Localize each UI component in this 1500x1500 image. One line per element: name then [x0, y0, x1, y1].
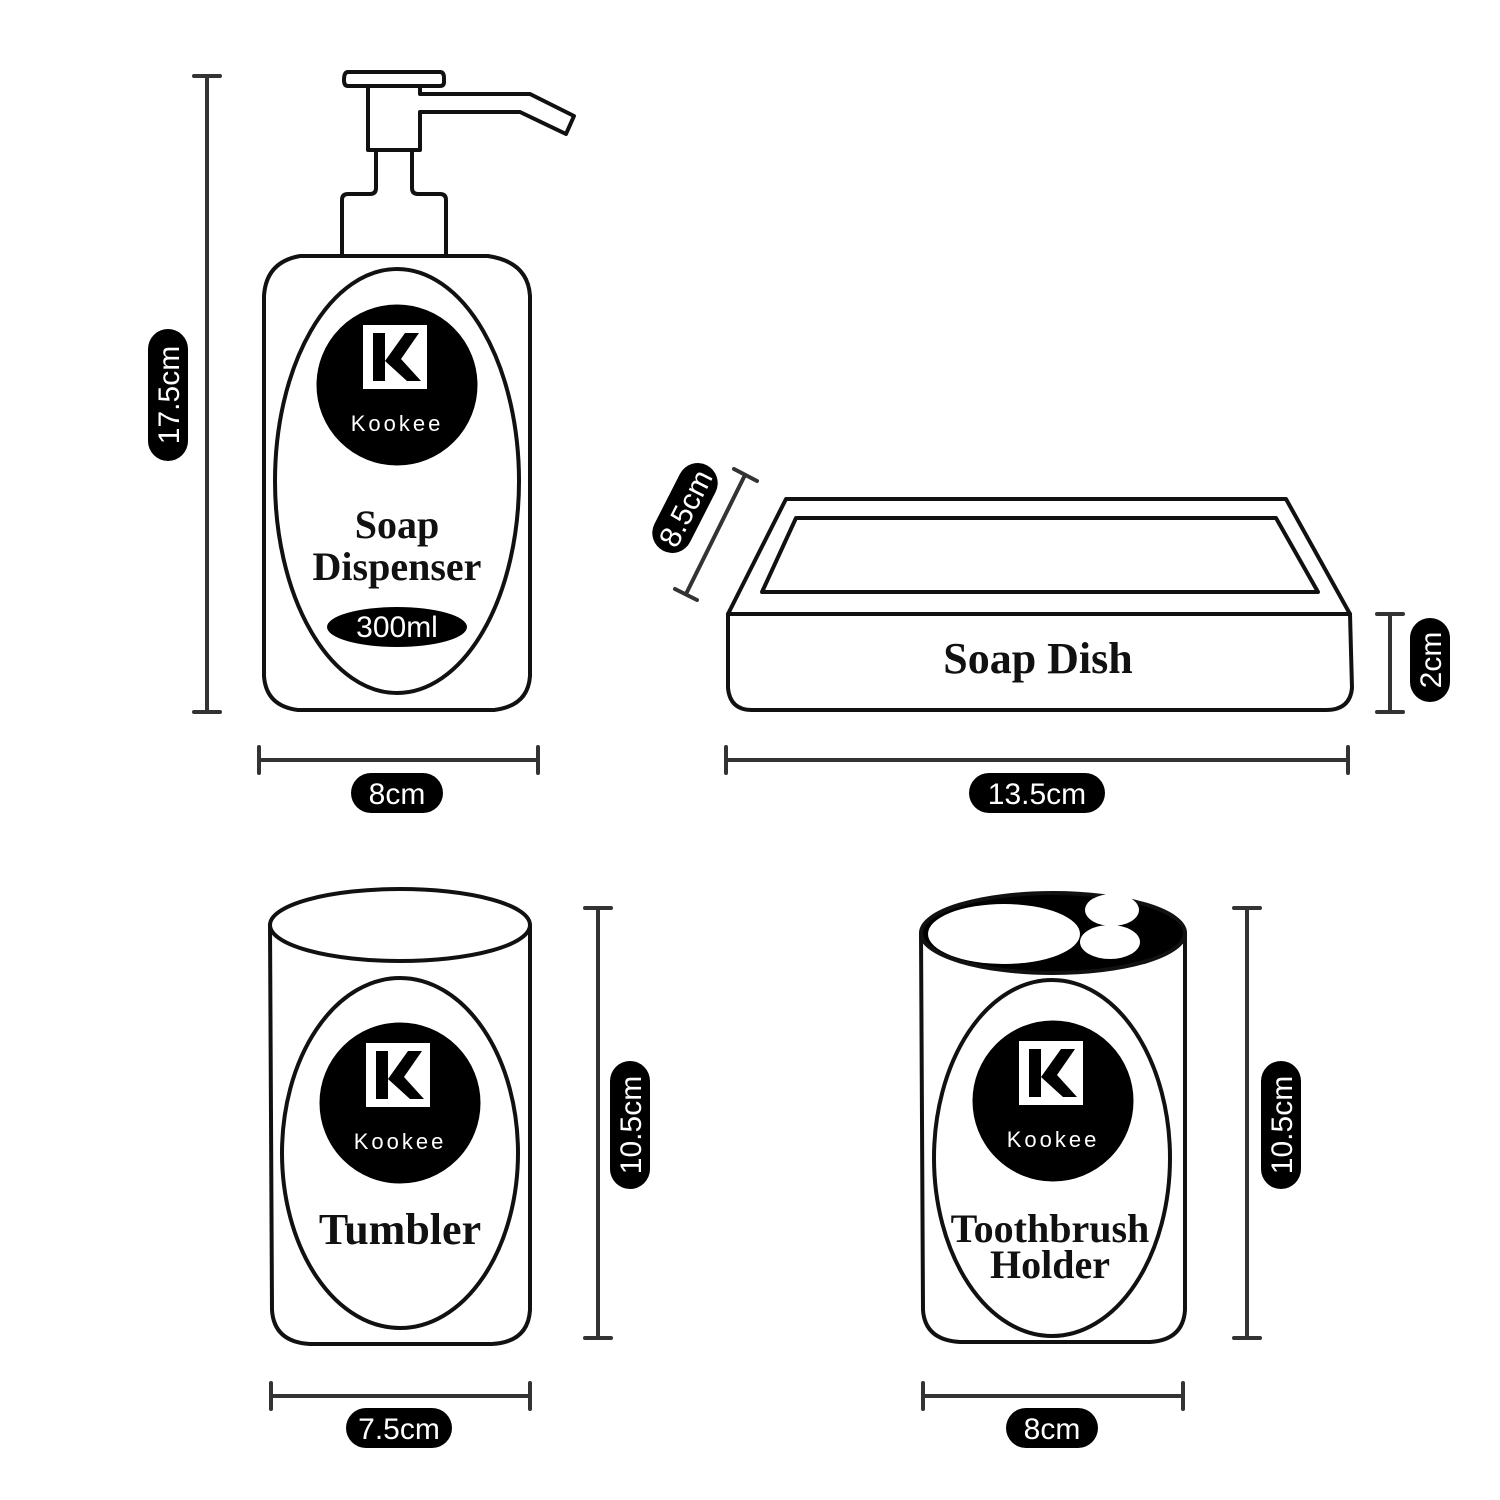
holder-small-hole-bottom — [1080, 925, 1140, 959]
soap-dispenser: Kookee Soap Dispenser 300ml — [262, 70, 576, 712]
holder-large-hole — [928, 904, 1080, 964]
holder-label-oval — [932, 978, 1172, 1338]
holder-height-dimension: 10.5cm — [1232, 906, 1301, 1340]
kookee-logo-icon: Kookee — [969, 1017, 1137, 1185]
dispenser-nozzle — [366, 84, 576, 152]
dish-label: Soap Dish — [943, 634, 1133, 683]
holder-body — [919, 931, 1187, 1344]
tumbler: Kookee Tumbler — [268, 887, 532, 1346]
kookee-logo-icon: Kookee — [313, 301, 481, 469]
tumbler-width-label: 7.5cm — [358, 1413, 440, 1446]
tumbler-label-oval — [280, 976, 520, 1330]
toothbrush-holder: Kookee Toothbrush Holder — [919, 891, 1187, 1344]
holder-label-line1: Toothbrush — [951, 1206, 1150, 1251]
dish-height-label: 2cm — [1415, 632, 1448, 689]
dispenser-width-label: 8cm — [369, 778, 426, 811]
dispenser-height-dimension: 17.5cm — [148, 74, 222, 714]
tumbler-rim — [268, 887, 532, 963]
kookee-logo-icon: Kookee — [316, 1019, 484, 1187]
dish-base — [726, 612, 1354, 712]
dispenser-height-label: 17.5cm — [153, 346, 186, 444]
volume-badge: 300ml — [327, 607, 467, 647]
tumbler-label: Tumbler — [319, 1205, 481, 1254]
dispenser-pump-head — [342, 70, 446, 88]
soap-dish: Soap Dish — [726, 497, 1354, 712]
tumbler-body — [268, 923, 532, 1346]
brand-name: Kookee — [1007, 1127, 1100, 1152]
tumbler-width-dimension: 7.5cm — [269, 1381, 532, 1448]
dispenser-label-line2: Dispenser — [313, 544, 482, 589]
brand-name: Kookee — [351, 411, 444, 436]
dispenser-label-line1: Soap — [355, 502, 440, 547]
dish-width-dimension: 13.5cm — [724, 745, 1350, 813]
holder-width-label: 8cm — [1024, 1413, 1081, 1446]
holder-label-line2: Holder — [990, 1242, 1110, 1287]
dispenser-label-oval — [273, 267, 521, 695]
dispenser-width-dimension: 8cm — [257, 745, 540, 813]
dish-height-dimension: 2cm — [1375, 612, 1450, 714]
dish-depth-dimension: 8.5cm — [652, 463, 759, 602]
dispenser-neck — [340, 148, 448, 258]
volume-text: 300ml — [356, 611, 438, 644]
tumbler-height-dimension: 10.5cm — [583, 906, 650, 1340]
dispenser-body — [262, 254, 532, 712]
dish-inner-well — [760, 516, 1320, 594]
brand-name: Kookee — [354, 1129, 447, 1154]
tumbler-height-label: 10.5cm — [615, 1076, 648, 1174]
dish-width-label: 13.5cm — [988, 778, 1086, 811]
holder-width-dimension: 8cm — [921, 1381, 1185, 1448]
holder-small-hole-top — [1085, 894, 1139, 926]
holder-height-label: 10.5cm — [1266, 1076, 1299, 1174]
